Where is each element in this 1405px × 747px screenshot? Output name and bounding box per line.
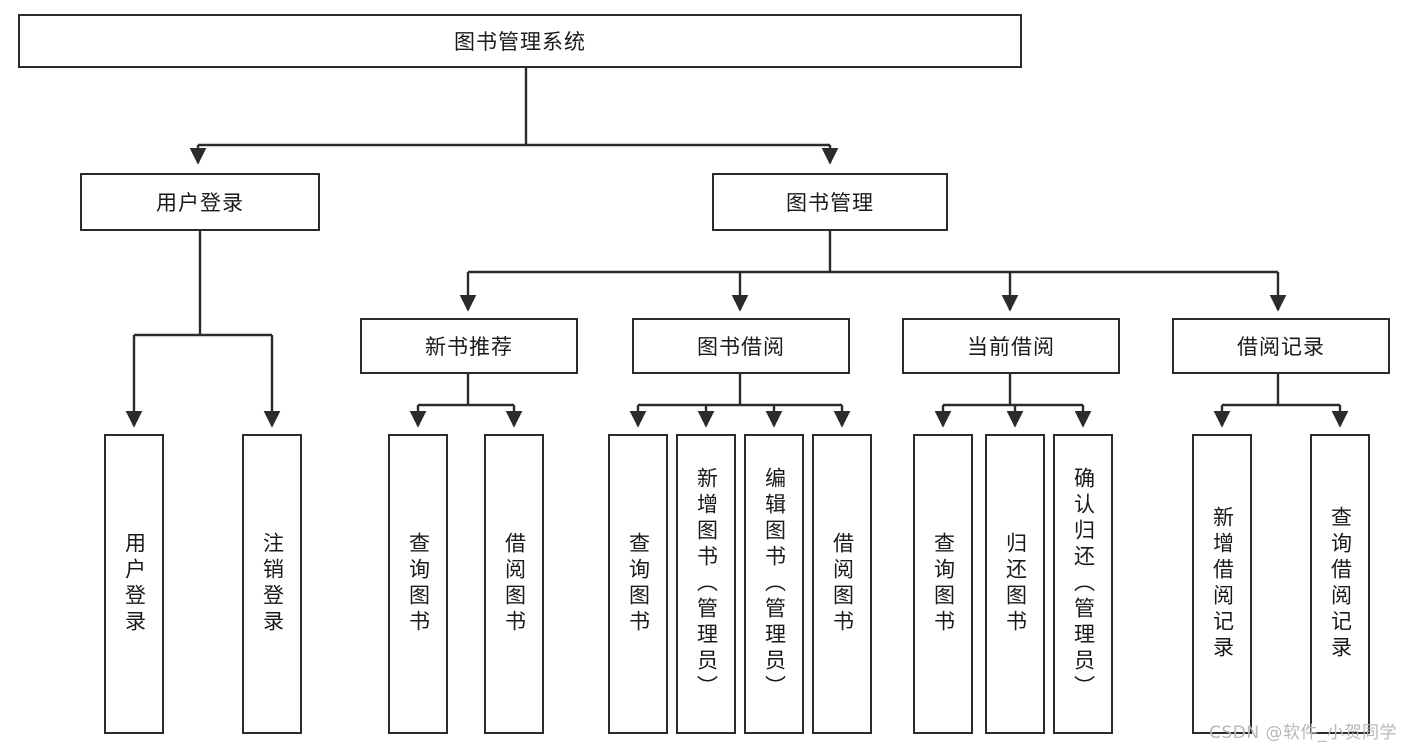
leaf-query-book-current[interactable]: 查询图书 bbox=[913, 434, 973, 734]
leaf-query-book-recommend[interactable]: 查询图书 bbox=[388, 434, 448, 734]
node-label: 查询图书 bbox=[406, 532, 431, 636]
leaf-add-borrow-record[interactable]: 新增借阅记录 bbox=[1192, 434, 1252, 734]
leaf-query-borrow-record[interactable]: 查询借阅记录 bbox=[1310, 434, 1370, 734]
leaf-borrow-book-recommend[interactable]: 借阅图书 bbox=[484, 434, 544, 734]
leaf-add-book-admin[interactable]: 新增图书（管理员） bbox=[676, 434, 736, 734]
node-label: 借阅记录 bbox=[1237, 335, 1325, 359]
node-label: 新增图书（管理员） bbox=[694, 467, 719, 701]
node-label: 确认归还（管理员） bbox=[1071, 467, 1096, 701]
leaf-edit-book-admin[interactable]: 编辑图书（管理员） bbox=[744, 434, 804, 734]
node-borrow-record[interactable]: 借阅记录 bbox=[1172, 318, 1390, 374]
node-label: 新增借阅记录 bbox=[1210, 506, 1235, 662]
node-user-login[interactable]: 用户登录 bbox=[80, 173, 320, 231]
leaf-user-login[interactable]: 用户登录 bbox=[104, 434, 164, 734]
node-new-book-recommend[interactable]: 新书推荐 bbox=[360, 318, 578, 374]
node-label: 查询图书 bbox=[931, 532, 956, 636]
leaf-confirm-return-admin[interactable]: 确认归还（管理员） bbox=[1053, 434, 1113, 734]
node-label: 查询借阅记录 bbox=[1328, 506, 1353, 662]
node-label: 用户登录 bbox=[122, 532, 147, 636]
node-label: 图书管理系统 bbox=[454, 30, 586, 54]
node-current-borrow[interactable]: 当前借阅 bbox=[902, 318, 1120, 374]
leaf-borrow-book[interactable]: 借阅图书 bbox=[812, 434, 872, 734]
node-label: 查询图书 bbox=[626, 532, 651, 636]
node-label: 归还图书 bbox=[1003, 532, 1028, 636]
node-label: 注销登录 bbox=[260, 532, 285, 636]
node-book-management[interactable]: 图书管理 bbox=[712, 173, 948, 231]
node-book-borrow[interactable]: 图书借阅 bbox=[632, 318, 850, 374]
node-label: 新书推荐 bbox=[425, 335, 513, 359]
leaf-user-logout[interactable]: 注销登录 bbox=[242, 434, 302, 734]
leaf-return-book[interactable]: 归还图书 bbox=[985, 434, 1045, 734]
node-label: 图书借阅 bbox=[697, 335, 785, 359]
node-label: 借阅图书 bbox=[830, 532, 855, 636]
leaf-query-book-borrow[interactable]: 查询图书 bbox=[608, 434, 668, 734]
node-label: 图书管理 bbox=[786, 191, 874, 215]
node-label: 编辑图书（管理员） bbox=[762, 467, 787, 701]
node-label: 用户登录 bbox=[156, 191, 244, 215]
node-label: 借阅图书 bbox=[502, 532, 527, 636]
node-root[interactable]: 图书管理系统 bbox=[18, 14, 1022, 68]
node-label: 当前借阅 bbox=[967, 335, 1055, 359]
